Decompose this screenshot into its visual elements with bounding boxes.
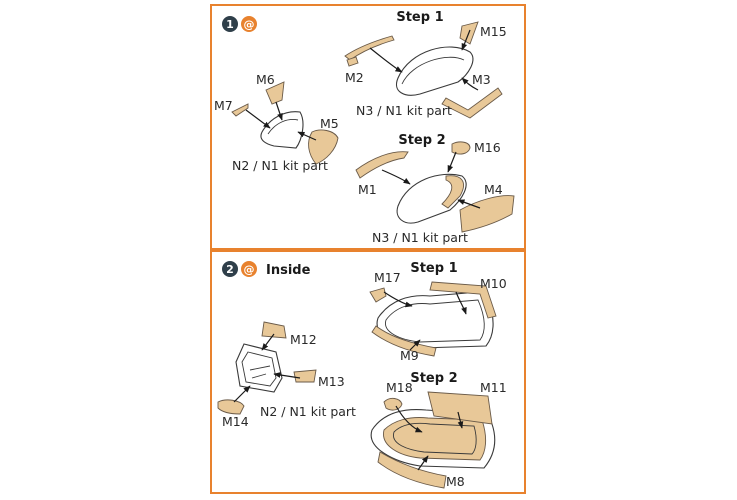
mask-m10 <box>429 281 497 319</box>
label-n2-inside: N2 / N1 kit part <box>260 404 356 419</box>
mask-m5 <box>308 129 339 165</box>
label-m8: M8 <box>446 474 465 489</box>
label-m2: M2 <box>345 70 364 85</box>
step-number-badge <box>222 16 238 32</box>
section1-step1-title: Step 1 <box>396 10 443 25</box>
mask-m9 <box>371 325 437 357</box>
section2-step1-title: Step 1 <box>410 261 457 276</box>
label-m9: M9 <box>400 348 419 363</box>
mask-m1 <box>355 151 409 179</box>
at-icon <box>241 261 257 277</box>
arrow-m16 <box>447 151 457 173</box>
label-m7: M7 <box>214 98 233 113</box>
arrow-m7 <box>245 109 271 129</box>
label-n3-step1: N3 / N1 kit part <box>356 103 452 118</box>
arrow-m3 <box>461 77 479 91</box>
mask-m4 <box>459 195 515 233</box>
label-m17: M17 <box>374 270 401 285</box>
section2-number: 2 <box>226 263 234 276</box>
mask-m11 <box>427 391 493 425</box>
arrow-m1 <box>381 169 411 185</box>
arrow-m13 <box>273 372 301 379</box>
at-icon-glyph: @ <box>244 263 255 276</box>
label-m15: M15 <box>480 24 507 39</box>
canopy-n3-step1 <box>396 46 474 96</box>
label-m5: M5 <box>320 116 339 131</box>
section2-heading: Inside <box>266 263 311 278</box>
label-m10: M10 <box>480 276 507 291</box>
label-m13: M13 <box>318 374 345 389</box>
at-icon-glyph: @ <box>244 18 255 31</box>
canopy-inside-step2 <box>370 409 496 469</box>
mask-m16 <box>451 141 471 155</box>
arrow-m2 <box>369 47 403 73</box>
mask-m18 <box>383 397 403 411</box>
label-m12: M12 <box>290 332 317 347</box>
label-m4: M4 <box>484 182 503 197</box>
mask-m6 <box>265 81 285 105</box>
arrow-m9 <box>409 339 421 351</box>
mask-m14 <box>217 399 245 415</box>
arrow-m15 <box>461 29 471 51</box>
windscreen-inside <box>235 343 283 393</box>
section1-badges: 1 @ <box>222 16 257 32</box>
section2-badges: 2 @ Inside <box>222 261 311 278</box>
label-m18: M18 <box>386 380 413 395</box>
mask-m8 <box>377 451 447 489</box>
section1-number: 1 <box>226 18 234 31</box>
at-icon <box>241 16 257 32</box>
label-n3-step2: N3 / N1 kit part <box>372 230 468 245</box>
arrow-m14 <box>233 385 251 403</box>
label-m11: M11 <box>480 380 507 395</box>
mask-m3 <box>441 87 503 119</box>
arrow-m10 <box>455 291 467 315</box>
label-m3: M3 <box>472 72 491 87</box>
label-m6: M6 <box>256 72 275 87</box>
mask-m12 <box>261 321 287 339</box>
arrow-m5 <box>297 131 317 141</box>
arrow-m8 <box>417 455 429 471</box>
arrow-m6 <box>275 101 283 121</box>
mask-m13 <box>293 369 317 383</box>
label-m14: M14 <box>222 414 249 429</box>
section1-step2-title: Step 2 <box>398 133 445 148</box>
canopy-n3-step2 <box>396 173 467 224</box>
arrow-m12 <box>261 333 275 351</box>
arrow-m11 <box>457 411 464 429</box>
label-m1: M1 <box>358 182 377 197</box>
section2-step2-title: Step 2 <box>410 371 457 386</box>
label-m16: M16 <box>474 140 501 155</box>
arrow-m4 <box>457 199 481 209</box>
mask-m17 <box>369 287 387 303</box>
arrow-m17 <box>383 291 413 308</box>
label-n2: N2 / N1 kit part <box>232 158 328 173</box>
arrow-m18 <box>395 405 423 433</box>
mask-m2 <box>344 35 395 67</box>
mask-m7 <box>231 103 249 117</box>
step-number-badge <box>222 261 238 277</box>
